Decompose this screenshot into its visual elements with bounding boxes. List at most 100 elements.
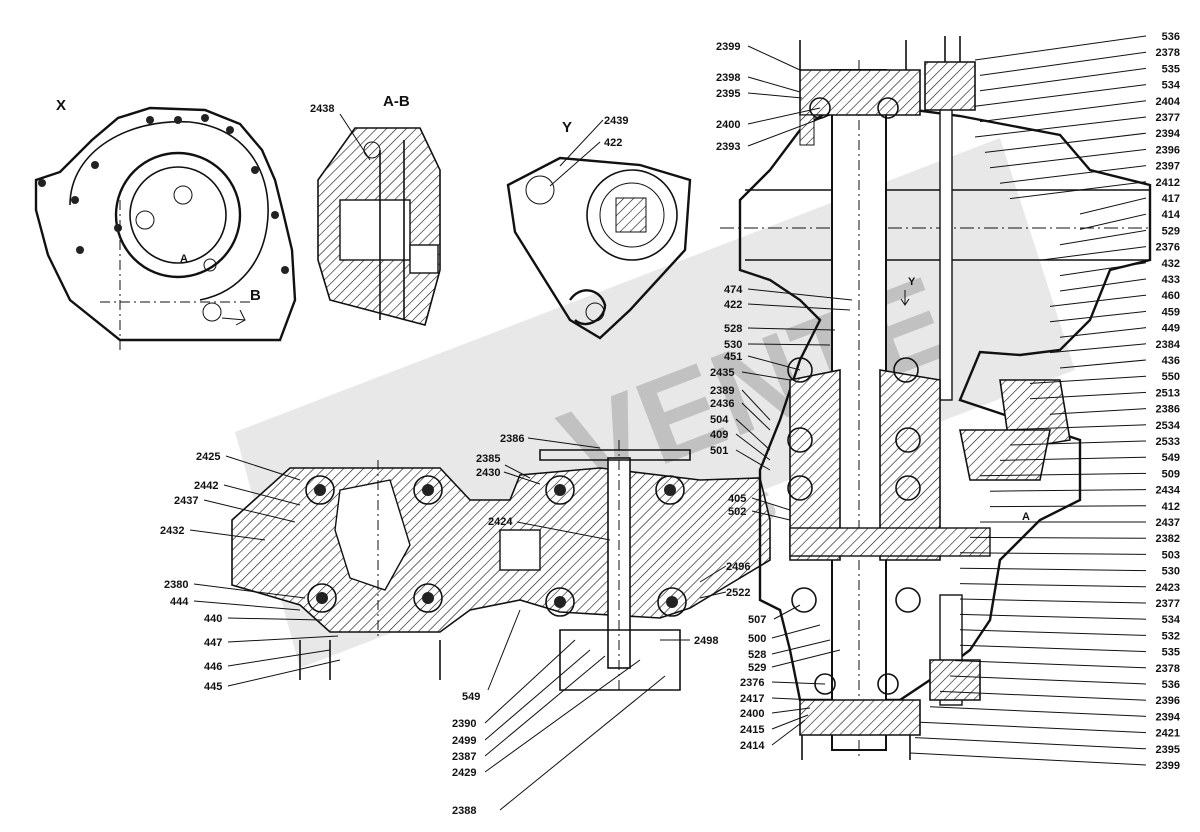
leader-lines-right xyxy=(909,35,1147,766)
callout-label: 436 xyxy=(1162,355,1180,367)
callout-label: 2384 xyxy=(1156,339,1181,351)
view-x: X A B xyxy=(34,97,297,350)
callout-label: 2434 xyxy=(1156,485,1181,497)
callout-label: 2432 xyxy=(160,525,184,537)
callout-label: 530 xyxy=(1162,566,1180,578)
callout-label: 2399 xyxy=(716,41,740,53)
callout-label: 532 xyxy=(1162,630,1180,642)
leader-line xyxy=(1079,213,1147,230)
leader-line xyxy=(909,752,1147,766)
callout-label: 445 xyxy=(204,681,222,693)
leader-line xyxy=(974,116,1147,138)
callout-label: 2394 xyxy=(1156,711,1181,723)
leader-line xyxy=(914,737,1147,750)
callout-label: 2415 xyxy=(740,724,764,736)
callout-label: 2396 xyxy=(1156,144,1180,156)
callout-label: 2390 xyxy=(452,718,476,730)
callout-label: 446 xyxy=(204,661,222,673)
leader-line xyxy=(959,567,1147,572)
leader-line xyxy=(1059,262,1147,277)
callout-label: 417 xyxy=(1162,193,1180,205)
leader-line xyxy=(1079,197,1147,215)
callout-label: 2382 xyxy=(1156,533,1180,545)
callout-label: 535 xyxy=(1162,63,1180,75)
callout-label: 500 xyxy=(748,633,766,645)
callout-label: 2439 xyxy=(604,115,628,127)
leader-line xyxy=(1049,294,1147,307)
callout-label: 444 xyxy=(170,596,189,608)
callout-label: 503 xyxy=(1162,549,1180,561)
leader-line xyxy=(1029,375,1147,384)
callout-label: 2437 xyxy=(1156,517,1180,529)
leader-line xyxy=(1009,424,1147,431)
leader-line xyxy=(1059,229,1147,246)
callout-label: 2389 xyxy=(710,385,734,397)
callout-label: 2376 xyxy=(1156,242,1180,254)
leader-line xyxy=(979,472,1147,477)
callout-label: 550 xyxy=(1162,371,1180,383)
view-y: Y xyxy=(506,119,692,340)
callout-label: 2437 xyxy=(174,495,198,507)
callout-label: 459 xyxy=(1162,306,1180,318)
leader-line xyxy=(989,489,1147,492)
callout-label: 2393 xyxy=(716,141,740,153)
callout-label: 2522 xyxy=(726,587,750,599)
leader-line xyxy=(954,660,1147,669)
bolt-holes xyxy=(38,114,289,274)
leader-line xyxy=(969,536,1147,539)
leader-line xyxy=(979,100,1147,123)
leader-line xyxy=(1049,310,1147,323)
leader-line xyxy=(1039,246,1147,261)
callout-label: 2430 xyxy=(476,467,500,479)
callout-label: 2398 xyxy=(716,72,740,84)
callout-label: 2377 xyxy=(1156,598,1180,610)
callout-label: 2386 xyxy=(1156,404,1180,416)
callout-label: 2429 xyxy=(452,767,476,779)
leader-line xyxy=(1059,327,1147,338)
leader-line xyxy=(959,644,1147,653)
callout-label: 2378 xyxy=(1156,663,1180,675)
leader-line xyxy=(974,35,1147,61)
leader-line xyxy=(979,51,1147,76)
callout-label: 440 xyxy=(204,613,222,625)
leader-line xyxy=(929,706,1147,717)
callout-label: 2376 xyxy=(740,677,764,689)
callout-label: 2396 xyxy=(1156,695,1180,707)
callout-label: 2438 xyxy=(310,103,334,115)
callout-label: 549 xyxy=(1162,452,1180,464)
leader-line xyxy=(959,613,1147,620)
view-ab-label: A-B xyxy=(383,93,410,110)
callout-label: 432 xyxy=(1162,258,1180,270)
callout-label: 529 xyxy=(748,662,766,674)
leader-line xyxy=(999,165,1147,184)
leader-line xyxy=(979,67,1147,92)
callout-label: 2395 xyxy=(1156,744,1180,756)
callout-label: 534 xyxy=(1162,80,1181,92)
callout-label: 2412 xyxy=(1156,177,1180,189)
callout-label: 536 xyxy=(1162,679,1180,691)
callout-label: 2421 xyxy=(1156,728,1180,740)
callout-label: 2513 xyxy=(1156,387,1180,399)
y-arrow-label: Y xyxy=(908,276,916,288)
leader-line xyxy=(959,629,1147,636)
callout-label: 530 xyxy=(724,339,742,351)
leader-line xyxy=(959,583,1147,588)
right-callout-column: 5362378535534240423772394239623972412417… xyxy=(1156,31,1181,772)
callout-label: 2498 xyxy=(694,635,718,647)
callout-label: 507 xyxy=(748,614,766,626)
leader-line xyxy=(1049,343,1147,354)
callout-label: 460 xyxy=(1162,290,1180,302)
callout-label: 2400 xyxy=(716,119,740,131)
callout-label: 2424 xyxy=(488,516,513,528)
view-x-a-marker: A xyxy=(180,253,188,265)
callout-label: 2380 xyxy=(164,579,188,591)
callout-label: 528 xyxy=(748,649,766,661)
callout-label: 2377 xyxy=(1156,112,1180,124)
callout-label: 535 xyxy=(1162,647,1180,659)
callout-label: 2404 xyxy=(1156,96,1181,108)
callout-label: 447 xyxy=(204,637,222,649)
bearings xyxy=(305,475,687,617)
leader-line xyxy=(984,132,1147,153)
leader-lines xyxy=(189,45,853,811)
